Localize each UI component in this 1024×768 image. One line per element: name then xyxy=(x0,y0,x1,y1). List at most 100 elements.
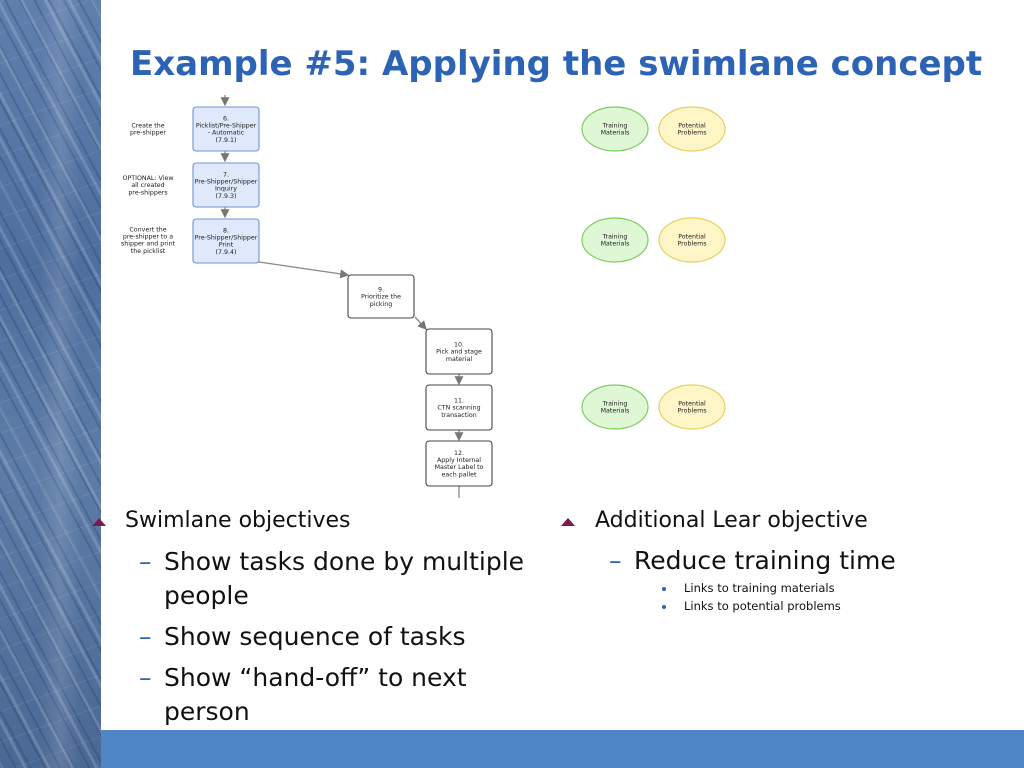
right-item-text: Reduce training time xyxy=(634,546,896,575)
training-bubble-text-line: Training xyxy=(602,234,628,241)
step-box-text-line: material xyxy=(446,356,473,363)
step-box-text-line: Apply Internal xyxy=(437,457,481,464)
training-bubble-text-line: Materials xyxy=(601,130,630,137)
right-bullet-heading: Additional Lear objective xyxy=(595,508,868,533)
problems-bubble-text-line: Potential xyxy=(678,234,706,241)
link-training-materials[interactable]: Links to training materials xyxy=(684,581,835,595)
left-item-1-line2: people xyxy=(164,581,249,610)
dash: – xyxy=(139,663,152,692)
footer-bar xyxy=(101,730,1024,768)
step-box-text-line: transaction xyxy=(441,412,477,419)
problems-bubble-shape xyxy=(658,106,726,152)
step-box-shape xyxy=(425,384,493,431)
step-box-text-line: each pallet xyxy=(442,471,477,478)
left-item-2-line1: Show sequence of tasks xyxy=(164,622,466,651)
problems-bubble-shape xyxy=(658,384,726,430)
sidebar-shine xyxy=(40,0,80,768)
step-box-shape xyxy=(192,162,260,208)
step-box-text-line: Pre-Shipper/Shipper xyxy=(195,179,258,186)
link-bubbles: TrainingMaterialsPotentialProblemsTraini… xyxy=(581,106,726,430)
problems-bubble-shape xyxy=(658,217,726,263)
left-bullet-heading: Swimlane objectives xyxy=(125,508,351,533)
step-box-text-line: 9. xyxy=(378,287,384,294)
step-box-text-line: 6. xyxy=(223,116,229,123)
left-item-1-line1: Show tasks done by multiple xyxy=(164,547,525,576)
step-box-text-line: 11. xyxy=(454,398,464,405)
training-bubble-text-line: Materials xyxy=(601,408,630,415)
dash: – xyxy=(139,622,152,651)
problems-bubble-text-line: Problems xyxy=(677,130,706,137)
lane-label-line: shipper and print xyxy=(121,241,176,248)
lane-label-line: Convert the xyxy=(129,227,166,234)
decorative-sidebar-photo xyxy=(0,0,101,768)
step-box-shape xyxy=(192,106,260,152)
step-box-shape xyxy=(425,328,493,375)
connector-9-10 xyxy=(414,316,427,330)
process-steps: 6.Picklist/Pre-Shipper- Automatic(7.9.1)… xyxy=(192,106,493,487)
problems-bubble-text-line: Potential xyxy=(678,401,706,408)
lane-label-line: pre-shippers xyxy=(128,189,167,196)
lane-label-line: Create the xyxy=(131,123,164,130)
left-item-3: – xyxy=(139,661,152,695)
step-box-text-line: Prioritize the xyxy=(361,294,401,301)
step-box-text-line: 7. xyxy=(223,172,229,179)
lane-label-line: pre-shipper xyxy=(130,130,166,137)
lane-label-line: pre-shipper to a xyxy=(123,234,173,241)
step-box-shape xyxy=(425,440,493,487)
step-box-text-line: Picklist/Pre-Shipper xyxy=(196,123,257,130)
step-box-text-line: (7.9.1) xyxy=(216,137,237,144)
lane-label-line: all created xyxy=(131,182,164,189)
training-bubble-shape xyxy=(581,217,649,263)
left-item-2: – xyxy=(139,620,152,654)
step-box-text-line: 12. xyxy=(454,450,464,457)
step-box-text-line: 8. xyxy=(223,228,229,235)
bullet-marker xyxy=(92,518,106,526)
sub-bullet-dot xyxy=(662,605,666,609)
step-box-text-line: - Automatic xyxy=(208,130,245,137)
problems-bubble-text-line: Problems xyxy=(677,241,706,248)
right-item: – xyxy=(609,544,622,578)
step-box[interactable]: 6.Picklist/Pre-Shipper- Automatic(7.9.1) xyxy=(192,106,260,152)
link-potential-problems[interactable]: Links to potential problems xyxy=(684,599,841,613)
training-bubble-shape xyxy=(581,106,649,152)
bullet-marker xyxy=(561,518,575,526)
training-bubble-text-line: Training xyxy=(602,123,628,130)
step-box-text-line: Master Label to xyxy=(435,464,484,471)
sub-bullet-dot xyxy=(662,587,666,591)
lane-label-line: OPTIONAL: View xyxy=(122,175,173,182)
left-item-3-line2: person xyxy=(164,697,250,726)
problems-bubble-text-line: Potential xyxy=(678,123,706,130)
dash: – xyxy=(139,547,152,576)
connector-8-9 xyxy=(258,261,350,279)
problems-bubble-text-line: Problems xyxy=(677,408,706,415)
step-box-text-line: Pick and stage xyxy=(436,349,482,356)
step-box-text-line: CTN scanning xyxy=(437,405,480,412)
step-box-shape xyxy=(347,274,415,319)
step-box-text-line: (7.9.4) xyxy=(216,249,237,256)
training-bubble-shape xyxy=(581,384,649,430)
step-box-shape xyxy=(192,218,260,264)
step-box-text-line: picking xyxy=(370,301,393,308)
training-bubble-text-line: Training xyxy=(602,401,628,408)
slide-title: Example #5: Applying the swimlane concep… xyxy=(130,44,983,84)
training-bubble-text-line: Materials xyxy=(601,241,630,248)
left-item-1: – xyxy=(139,545,152,579)
dash: – xyxy=(609,546,622,575)
step-box-text-line: Pre-Shipper/Shipper xyxy=(195,235,258,242)
